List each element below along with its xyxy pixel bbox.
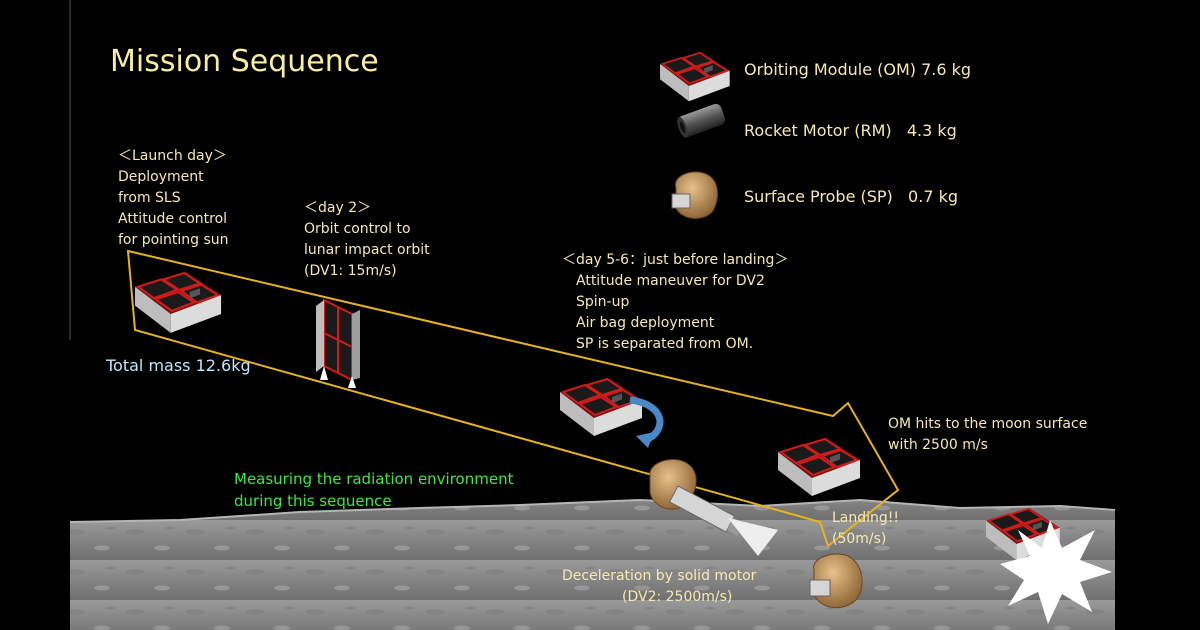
surface-probe-icon — [671, 171, 718, 219]
total-mass-label: Total mass 12.6kg — [106, 356, 251, 375]
om-hits-text: OM hits to the moon surface with 2500 m/… — [888, 414, 1087, 456]
day2-heading: ＜day 2＞ — [304, 200, 372, 216]
launch-day-line: for pointing sun — [118, 232, 229, 248]
rocket-motor-icon — [677, 103, 726, 138]
day2-line: (DV1: 15m/s) — [304, 263, 397, 279]
landing-line: Landing!! — [832, 510, 900, 526]
deceleration-line: (DV2: 2500m/s) — [622, 589, 733, 605]
launch-day-line: from SLS — [118, 190, 181, 206]
launch-day-heading: ＜Launch day＞ — [118, 148, 227, 164]
legend-label-om: Orbiting Module (OM) 7.6 kg — [744, 60, 972, 79]
radiation-note-line: during this sequence — [234, 492, 392, 510]
day56-line: Spin-up — [576, 294, 630, 310]
day56-line: Attitude maneuver for DV2 — [576, 273, 765, 289]
day2-text: ＜day 2＞ Orbit control to lunar impact or… — [304, 198, 430, 282]
landing-line: (50m/s) — [832, 531, 887, 547]
radiation-note-line: Measuring the radiation environment — [234, 470, 514, 488]
moon-surface — [70, 500, 1115, 630]
launch-day-line: Attitude control — [118, 211, 228, 227]
day56-line: SP is separated from OM. — [576, 336, 754, 352]
surface-probe-landed — [809, 553, 863, 609]
surface-probe-with-motor — [649, 459, 778, 556]
sequence-arrow — [126, 249, 900, 548]
orbiting-module-icon — [659, 51, 731, 103]
deceleration-line: Deceleration by solid motor — [562, 568, 757, 584]
page-title: Mission Sequence — [110, 44, 379, 79]
launch-day-line: Deployment — [118, 169, 204, 185]
legend-label-rm: Rocket Motor (RM) 4.3 kg — [744, 121, 957, 140]
day56-text: ＜day 5-6：just before landing＞ Attitude m… — [562, 250, 788, 355]
om-hits-line: with 2500 m/s — [888, 437, 988, 453]
launch-day-text: ＜Launch day＞ Deployment from SLS Attitud… — [118, 146, 229, 251]
deceleration-text: Deceleration by solid motor (DV2: 2500m/… — [562, 566, 756, 608]
day2-line: lunar impact orbit — [304, 242, 430, 258]
om-hits-line: OM hits to the moon surface — [888, 416, 1088, 432]
legend-label-sp: Surface Probe (SP) 0.7 kg — [744, 187, 959, 206]
orbiting-module-day56 — [559, 377, 643, 437]
day56-line: Air bag deployment — [576, 315, 715, 331]
orbiting-module-impact — [777, 437, 861, 497]
day56-heading: ＜day 5-6：just before landing＞ — [562, 252, 789, 268]
orbiting-module-day2 — [316, 298, 360, 388]
orbiting-module-launch — [133, 270, 223, 334]
landing-text: Landing!! (50m/s) — [832, 508, 899, 550]
day2-line: Orbit control to — [304, 221, 411, 237]
radiation-note: Measuring the radiation environment duri… — [234, 468, 513, 512]
impact-flash — [1000, 520, 1112, 624]
